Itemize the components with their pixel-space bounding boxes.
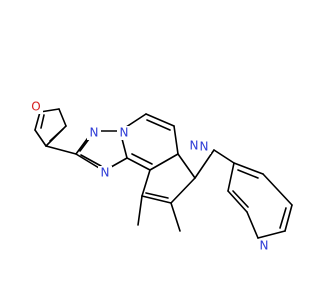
pyrimidine-ring	[119, 113, 179, 171]
bond	[257, 230, 286, 239]
pyrrole-nitrogen-label: N	[200, 140, 209, 154]
bond	[227, 162, 235, 192]
bond	[177, 153, 196, 179]
bond	[237, 169, 259, 179]
furan-ring	[34, 108, 67, 147]
methyl-bond	[170, 202, 181, 232]
bond	[227, 190, 248, 213]
bond	[246, 211, 259, 239]
bond	[233, 162, 264, 175]
bond	[141, 195, 172, 204]
furan-oxygen-label: O	[31, 100, 40, 114]
pyridine-ring	[227, 162, 293, 239]
label-mask	[117, 126, 131, 140]
bond	[284, 204, 293, 232]
label-mask	[98, 166, 112, 180]
bond	[279, 207, 287, 229]
methyl-bond	[137, 195, 143, 226]
bond	[126, 157, 151, 171]
bond	[194, 149, 215, 179]
bond	[262, 173, 293, 206]
pyridine-nitrogen-label: N	[260, 239, 269, 253]
triazole-nitrogen-label: N	[120, 126, 129, 140]
triazole-nitrogen-label: N	[90, 126, 99, 140]
bond	[213, 149, 235, 164]
pyrimidine-nitrogen-label: N	[190, 139, 199, 153]
bond	[45, 145, 77, 155]
bond	[146, 119, 171, 131]
bond	[145, 192, 169, 199]
bond	[34, 111, 41, 131]
bond	[40, 114, 45, 129]
bond	[131, 153, 153, 165]
triazole-nitrogen-label: N	[101, 166, 110, 180]
bond	[39, 108, 60, 113]
chemical-structure-diagram: O N N N N N N	[29, 99, 293, 253]
pyrrole-ring	[141, 153, 196, 204]
bond	[170, 177, 196, 204]
label-mask	[257, 239, 271, 253]
bond	[145, 113, 175, 127]
label-mask	[87, 126, 101, 140]
bond	[141, 169, 151, 197]
molecule-canvas: O N N N N N N	[29, 99, 293, 253]
label-mask	[29, 100, 43, 114]
bond	[80, 154, 102, 167]
bond	[149, 153, 179, 171]
bond	[34, 129, 47, 147]
bond	[232, 190, 249, 208]
bond	[49, 128, 64, 142]
bond	[58, 108, 67, 127]
bond	[173, 125, 179, 155]
label-mask	[197, 140, 211, 154]
